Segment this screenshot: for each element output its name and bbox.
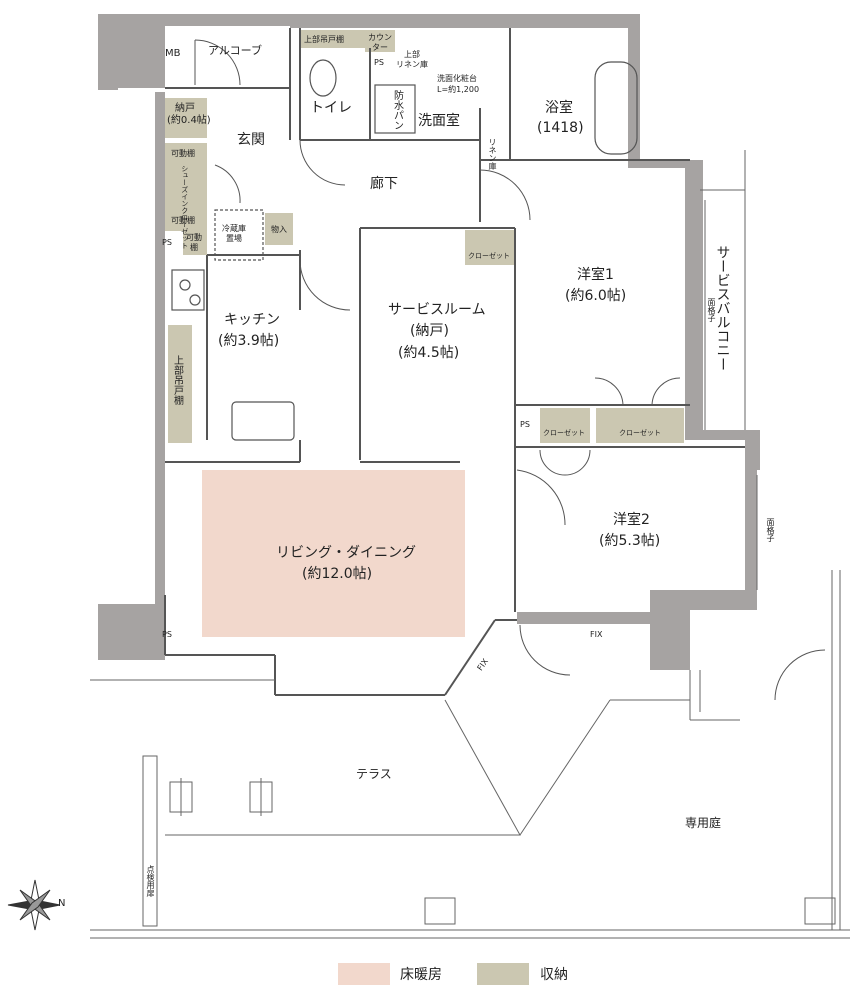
label-service-balcony: サービスバルコニー [714,245,731,371]
label-ps-bottom: PS [162,630,172,639]
label-upper-cabinet: 上部吊戸棚 [304,35,344,44]
storage-counter [365,30,395,52]
label-living-size: (約12.0帖) [302,566,373,582]
storage-closet-w1a [540,408,590,443]
stove [171,269,205,311]
kitchen-sink [231,401,295,441]
label-shoes-closet: シューズインクローゼット [180,165,189,249]
label-toilet: トイレ [310,100,352,116]
label-movable-shelf-1: 可動棚 [171,149,195,158]
storage-monoire [265,213,293,245]
label-counter: カウン ター [368,33,392,52]
label-movable-shelf-3: 可動 棚 [186,233,202,252]
wall-right-mid [685,430,760,470]
wall-left-bottom [98,604,165,660]
label-kitchen: キッチン [224,312,280,328]
label-corridor: 廊下 [370,176,398,192]
label-washstand-size: L=約1,200 [437,85,480,94]
fixtures [171,59,638,441]
label-waterproof-pan: 防水パン [391,90,403,130]
label-lattice-2: 面格子 [766,518,775,542]
door-swings [194,39,826,701]
label-fix-2: FIX [590,630,603,639]
legend-heating-label: 床暖房 [400,967,442,983]
exterior [90,150,850,939]
storage-kitchen-upper [168,325,192,443]
label-ps-mid: PS [162,238,172,247]
legend-storage-label: 収納 [540,967,568,983]
label-ps-top: PS [374,58,384,67]
label-alcove: アルコーブ [208,44,263,57]
label-garden: 専用庭 [685,816,722,830]
label-western2: 洋室2 [613,512,650,528]
label-lattice-1: 面格子 [707,298,716,322]
wall-top-bath [290,14,640,28]
storage-nando [165,98,207,138]
wall-left [155,92,165,652]
label-washroom: 洗面室 [418,113,460,129]
label-movable-shelf-2: 可動棚 [171,216,195,225]
legend-storage-swatch [477,963,529,985]
storage-shelf-2 [165,213,207,231]
label-service-room-size: (約4.5帖) [398,345,460,361]
storage-closet-w1b [596,408,684,443]
label-nando-size: (約0.4帖) [167,115,211,126]
storage-shelf-3 [183,231,207,255]
exterior-walls [98,14,760,670]
label-closet-service: クローゼット [468,252,510,260]
label-service-room: サービスルーム [388,302,486,318]
label-ps-right: PS [520,420,530,429]
legend-heating-swatch [338,963,390,985]
wall-right-w1 [685,160,703,430]
label-kitchen-size: (約3.9帖) [218,333,280,349]
floor-heating-area [202,470,465,637]
label-bath-size: (1418) [537,120,584,136]
label-compass-n: N [58,898,66,909]
label-fridge: 冷蔵庫 置場 [222,224,246,243]
wall-w2-bottom [517,612,650,624]
wall-bath-right [628,14,700,168]
fridge-space [214,209,264,261]
storage-shelf-1 [165,143,207,165]
label-upper-linen: 上部 リネン庫 [396,50,428,69]
wall-top-alcove [190,14,290,26]
label-living: リビング・ダイニング [276,545,416,561]
label-linen: リネン庫 [488,138,497,170]
label-terrace: テラス [356,767,392,781]
label-inspection: 点検用扉 [146,865,155,897]
label-western1-size: (約6.0帖) [565,288,627,304]
label-bath: 浴室 [545,100,573,116]
label-mb: MB [165,48,181,59]
label-closet-w1b: クローゼット [619,429,661,437]
wall-right-bottom [650,590,757,670]
storage-areas [165,30,684,443]
wall-top-left [98,14,190,90]
label-storage: 物入 [271,225,287,234]
label-entrance: 玄関 [237,132,265,148]
storage-upper-cabinet [300,30,365,48]
label-nando: 納戸 [175,103,195,114]
compass-rose [7,879,61,931]
storage-shoes [165,165,207,213]
toilet-bowl [309,59,337,97]
label-upper-cabinet-kitchen: 上部吊戸棚 [171,355,183,405]
label-western1: 洋室1 [577,267,614,283]
storage-closet-service [465,230,515,265]
label-service-room-sub: (納戸) [410,323,449,339]
interior-walls [164,28,745,696]
bathtub [594,61,638,155]
label-washstand: 洗面化粧台 [437,74,477,83]
washer-pan [374,84,416,134]
label-western2-size: (約5.3帖) [599,533,661,549]
label-closet-w1a: クローゼット [543,429,585,437]
wall-right-w2 [745,470,757,590]
